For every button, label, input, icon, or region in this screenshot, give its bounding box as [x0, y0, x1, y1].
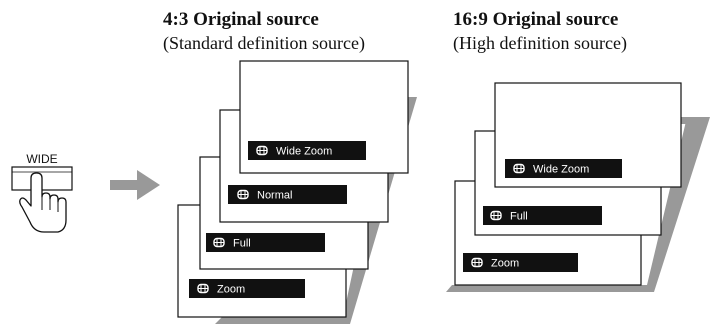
- osd-label-full-hd: Full: [510, 211, 528, 223]
- osd-label-zoom: Zoom: [217, 284, 245, 296]
- osd-bar-full-hd: [483, 206, 602, 225]
- left-group-heading: 4:3 Original source (Standard definition…: [163, 8, 365, 54]
- osd-label-wide-zoom-hd: Wide Zoom: [533, 164, 589, 176]
- osd-bar-normal: [228, 185, 347, 204]
- wide-button-label: WIDE: [26, 152, 57, 166]
- right-arrow-icon: [110, 170, 160, 200]
- right-group-title: 16:9 Original source: [453, 9, 619, 30]
- screen-wide-zoom-hd: Wide Zoom: [494, 82, 682, 188]
- screen-wide-zoom: Wide Zoom: [239, 60, 409, 174]
- right-group-subtitle: (High definition source): [453, 33, 627, 53]
- osd-bar-full: [206, 233, 325, 252]
- osd-bar-wide-zoom: [248, 141, 366, 160]
- osd-label-wide-zoom: Wide Zoom: [276, 146, 332, 158]
- osd-bar-wide-zoom-hd: [505, 159, 622, 178]
- osd-label-normal: Normal: [257, 190, 292, 202]
- hand-pressing-icon: [19, 172, 67, 233]
- osd-label-zoom-hd: Zoom: [491, 258, 519, 270]
- osd-bar-zoom-hd: [463, 253, 578, 272]
- right-group-heading: 16:9 Original source (High definition so…: [453, 8, 627, 54]
- left-group-title: 4:3 Original source: [163, 9, 319, 30]
- osd-label-full: Full: [233, 238, 251, 250]
- left-group-subtitle: (Standard definition source): [163, 33, 365, 53]
- osd-bar-zoom: [189, 279, 305, 298]
